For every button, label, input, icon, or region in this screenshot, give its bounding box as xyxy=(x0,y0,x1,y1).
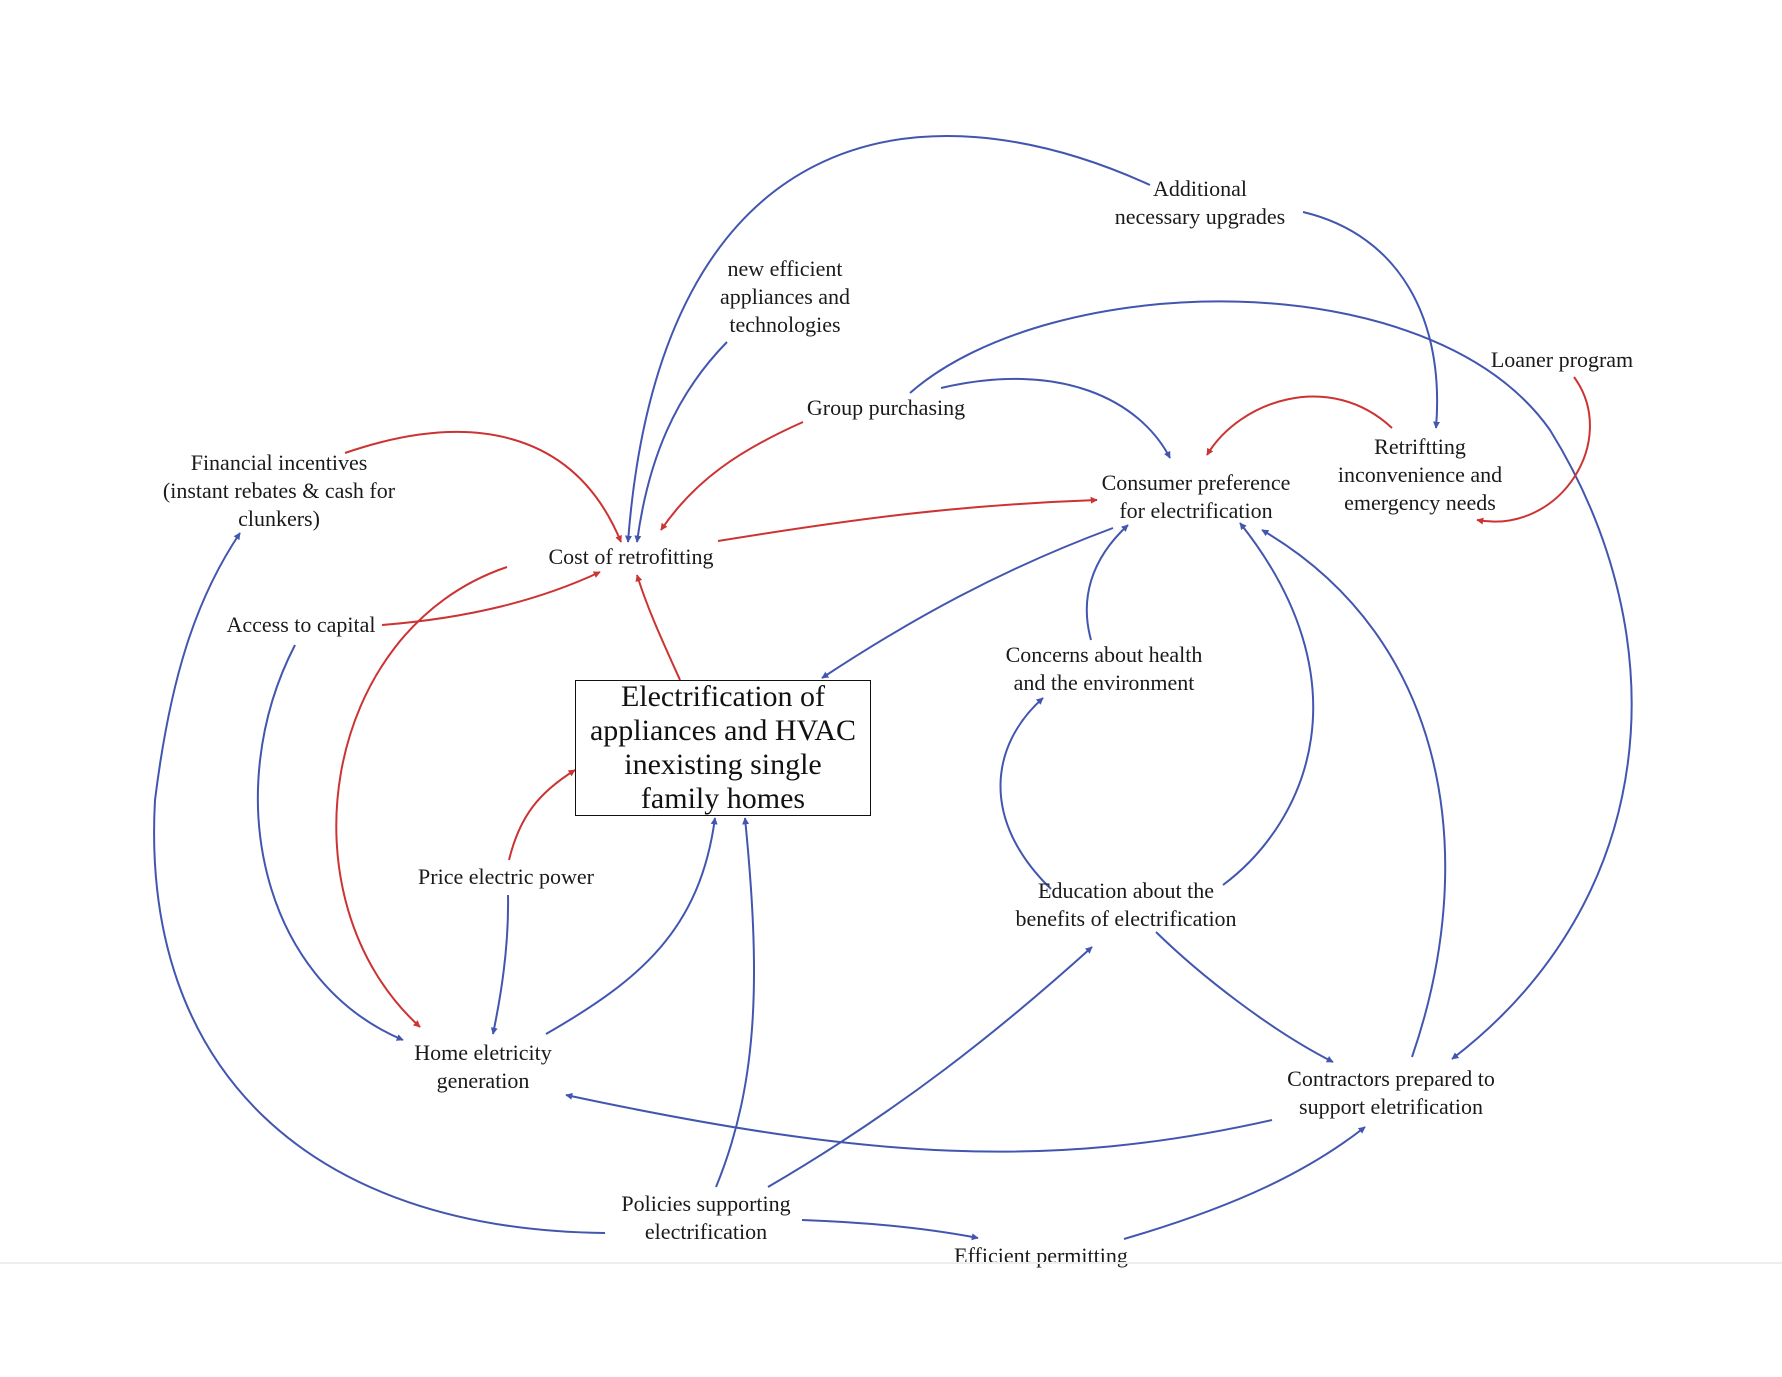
link-contractors-to-consumer-preference xyxy=(1261,529,1447,1058)
node-label: Consumer preference xyxy=(1101,470,1291,495)
link-efficient-permitting-to-contractors xyxy=(1123,1126,1366,1240)
link-group-purchasing-to-contractors xyxy=(909,300,1633,1060)
node-label: technologies xyxy=(729,312,841,337)
link-access-capital-to-home-generation xyxy=(256,644,404,1041)
node-label: necessary upgrades xyxy=(1114,204,1286,229)
link-cost-retrofitting-to-consumer-preference xyxy=(717,496,1098,542)
node-label: and the environment xyxy=(1013,670,1195,695)
node-label: appliances and xyxy=(719,284,851,309)
link-policies-to-financial-incentives xyxy=(153,532,606,1234)
link-policies-to-education xyxy=(767,946,1093,1188)
node-label: Access to capital xyxy=(226,612,376,637)
node-concerns-health[interactable]: Concerns about health and the environmen… xyxy=(1006,641,1203,697)
node-label: for electrification xyxy=(1119,498,1273,523)
main-node-line: appliances and HVAC xyxy=(589,714,857,747)
node-loaner-program[interactable]: Loaner program xyxy=(1491,346,1633,374)
link-education-to-concerns-health xyxy=(999,697,1052,890)
node-label: Education about the xyxy=(1038,878,1214,903)
node-label: generation xyxy=(436,1068,530,1093)
node-price-electric-power[interactable]: Price electric power xyxy=(418,863,594,891)
node-consumer-preference[interactable]: Consumer preference for electrification xyxy=(1102,469,1291,525)
node-new-efficient-appliances[interactable]: new efficient appliances and technologie… xyxy=(720,255,850,339)
link-group-purchasing-to-cost-retrofitting xyxy=(660,421,804,531)
link-loaner-program-to-retrofitting-inconvenience xyxy=(1476,376,1591,525)
node-group-purchasing[interactable]: Group purchasing xyxy=(807,394,965,422)
node-label: (instant rebates & cash for xyxy=(162,478,396,503)
bottom-divider xyxy=(0,1262,1782,1264)
node-cost-of-retrofitting[interactable]: Cost of retrofitting xyxy=(549,543,714,571)
main-node-line: Electrification of xyxy=(620,680,826,713)
link-home-generation-to-main-node xyxy=(545,817,718,1035)
node-label: Home eletricity xyxy=(414,1040,552,1065)
link-financial-incentives-to-cost-retrofitting xyxy=(344,431,622,543)
node-label: Efficient permitting xyxy=(954,1243,1128,1268)
link-education-to-contractors xyxy=(1155,931,1334,1063)
node-efficient-permitting[interactable]: Efficient permitting xyxy=(954,1242,1128,1270)
node-label: Loaner program xyxy=(1490,347,1634,372)
link-main-node-to-cost-retrofitting xyxy=(635,574,681,681)
link-additional-upgrades-to-retrofitting-inconvenience xyxy=(1302,211,1441,429)
link-retrofitting-inconvenience-to-consumer-preference xyxy=(1206,395,1393,456)
node-label: benefits of electrification xyxy=(1015,906,1237,931)
node-label: support eletrification xyxy=(1299,1094,1483,1119)
node-label: inconvenience and xyxy=(1337,462,1503,487)
node-retrofitting-inconvenience[interactable]: Retriftting inconvenience and emergency … xyxy=(1338,433,1502,517)
link-additional-upgrades-to-cost-retrofitting xyxy=(624,135,1151,543)
node-label: emergency needs xyxy=(1344,490,1496,515)
node-label: Concerns about health xyxy=(1005,642,1203,667)
link-consumer-preference-to-main-node xyxy=(821,527,1114,679)
node-contractors-prepared[interactable]: Contractors prepared to support eletrifi… xyxy=(1287,1065,1495,1121)
node-label: Cost of retrofitting xyxy=(548,544,714,569)
main-node-electrification[interactable]: Electrification of appliances and HVAC i… xyxy=(575,680,871,816)
link-price-power-to-home-generation xyxy=(490,894,510,1035)
node-label: Financial incentives xyxy=(190,450,368,475)
link-new-efficient-to-cost-retrofitting xyxy=(634,341,728,543)
main-node-line: family homes xyxy=(640,782,806,815)
node-additional-upgrades[interactable]: Additional necessary upgrades xyxy=(1115,175,1285,231)
node-financial-incentives[interactable]: Financial incentives (instant rebates & … xyxy=(163,449,395,533)
node-label: Price electric power xyxy=(418,864,594,889)
node-label: electrification xyxy=(644,1219,768,1244)
link-concerns-health-to-consumer-preference xyxy=(1085,524,1129,641)
link-price-power-to-main-node xyxy=(508,769,576,861)
link-policies-to-main-node xyxy=(715,817,755,1188)
link-group-purchasing-to-consumer-preference xyxy=(940,377,1171,459)
node-policies-supporting[interactable]: Policies supporting electrification xyxy=(621,1190,790,1246)
node-label: Retriftting xyxy=(1374,434,1466,459)
node-label: Additional xyxy=(1152,176,1248,201)
node-label: Policies supporting xyxy=(621,1191,791,1216)
node-label: new efficient xyxy=(727,256,843,281)
node-access-to-capital[interactable]: Access to capital xyxy=(226,611,375,639)
node-label: Contractors prepared to xyxy=(1287,1066,1495,1091)
link-education-to-consumer-preference xyxy=(1222,522,1315,886)
node-label: clunkers) xyxy=(238,506,320,531)
link-contractors-to-home-generation xyxy=(565,1092,1273,1153)
node-label: Group purchasing xyxy=(806,395,966,420)
link-cost-retrofitting-to-home-generation xyxy=(335,566,508,1028)
node-home-electricity-generation[interactable]: Home eletricity generation xyxy=(414,1039,551,1095)
main-node-line: inexisting single xyxy=(624,748,822,781)
link-policies-to-efficient-permitting xyxy=(801,1219,979,1241)
node-education-benefits[interactable]: Education about the benefits of electrif… xyxy=(1015,877,1236,933)
link-access-capital-to-cost-retrofitting xyxy=(381,571,601,626)
